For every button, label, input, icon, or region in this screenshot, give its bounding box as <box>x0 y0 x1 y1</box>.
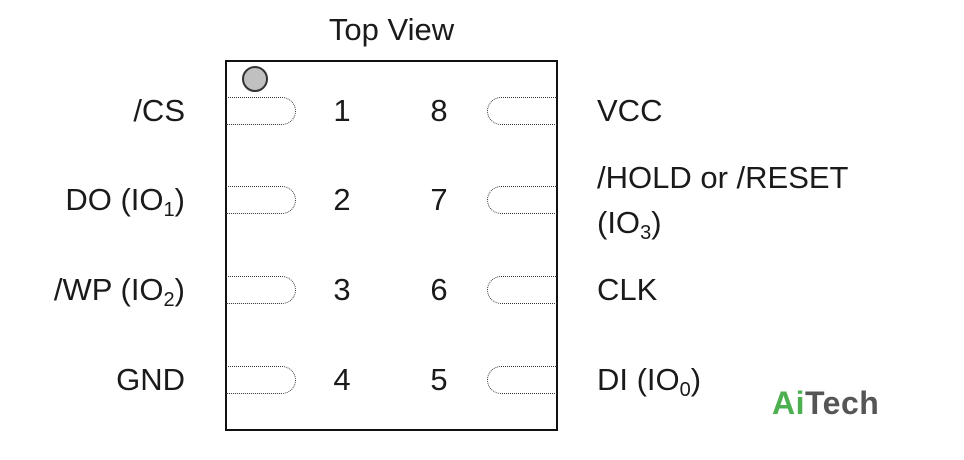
pin-pad-5 <box>487 366 557 394</box>
pin-label-4: GND <box>116 360 185 400</box>
pin-label-5-main: DI (IO <box>597 362 680 397</box>
diagram-title: Top View <box>328 12 455 47</box>
chip-package-outline <box>225 60 558 431</box>
pin-number-2: 2 <box>333 182 351 217</box>
pin-pad-3 <box>226 276 296 304</box>
pin-label-7-subscript: 3 <box>640 222 652 244</box>
pin-label-3-end: ) <box>174 272 185 307</box>
pin-number-5: 5 <box>430 362 448 397</box>
pin-label-6: CLK <box>597 270 657 310</box>
pin-label-2-subscript: 1 <box>163 199 175 221</box>
pin-label-3: /WP (IO2) <box>54 270 185 310</box>
pin-number-1: 1 <box>333 93 351 128</box>
pin-number-8: 8 <box>430 93 448 128</box>
pin-label-5-end: ) <box>690 362 702 397</box>
pin-label-3-main: /WP (IO <box>53 272 164 307</box>
aitech-logo: AiTech <box>772 383 879 423</box>
pin-pad-6 <box>487 276 557 304</box>
pin-number-3: 3 <box>333 272 351 307</box>
pin-label-5: DI (IO0) <box>597 360 701 400</box>
pin-pad-2 <box>226 186 296 214</box>
pin-pad-1 <box>226 97 296 125</box>
logo-text-tech: Tech <box>805 385 880 421</box>
pin-label-7-end: ) <box>651 205 662 240</box>
pin-number-4: 4 <box>333 362 351 397</box>
pin-label-5-subscript: 0 <box>679 379 691 401</box>
pin-label-1: /CS <box>133 91 185 131</box>
pin-number-7: 7 <box>430 182 448 217</box>
pin1-marker-dot <box>242 66 268 92</box>
pin-label-1-text: /CS <box>133 93 185 128</box>
pin-label-2-end: ) <box>174 182 185 217</box>
pin-label-4-text: GND <box>116 362 185 397</box>
pin-pad-8 <box>487 97 557 125</box>
pin-label-3-subscript: 2 <box>163 289 175 311</box>
pin-label-7-main: (IO <box>597 205 641 240</box>
pin-label-7-line1: /HOLD or /RESET <box>597 158 849 198</box>
pin-number-6: 6 <box>430 272 448 307</box>
pin-label-8-text: VCC <box>597 93 663 128</box>
pin-label-6-text: CLK <box>597 272 658 307</box>
pin-label-7-line2: (IO3) <box>597 203 662 243</box>
pin-pad-7 <box>487 186 557 214</box>
pin-label-8: VCC <box>597 91 662 131</box>
pin-label-2-main: DO (IO <box>65 182 164 217</box>
pin-label-7-text: /HOLD or /RESET <box>597 160 849 195</box>
pin-pad-4 <box>226 366 296 394</box>
logo-text-ai: Ai <box>772 385 805 421</box>
pin-label-2: DO (IO1) <box>65 180 185 220</box>
